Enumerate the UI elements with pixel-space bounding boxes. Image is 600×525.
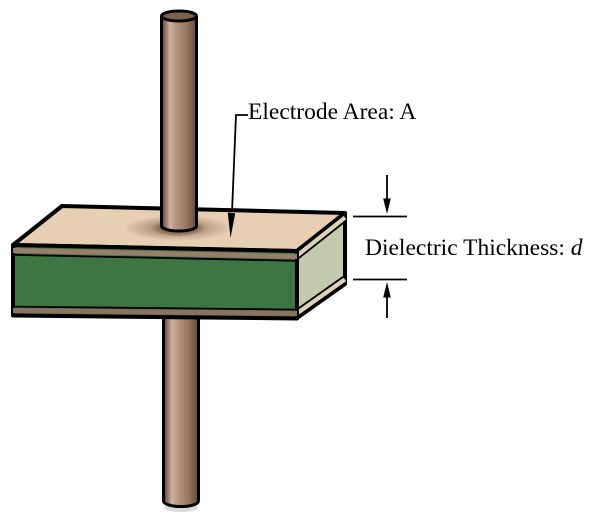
side-face-bottom-edge-strip bbox=[295, 277, 347, 316]
electrode-area-arrowhead-icon bbox=[227, 212, 236, 238]
thickness-down-arrowhead-icon bbox=[383, 198, 391, 214]
dielectric-thickness-label: Dielectric Thickness: d bbox=[365, 235, 583, 261]
bottom-electrode-edge-line bbox=[12, 305, 298, 311]
side-face-bottom-edge-line bbox=[296, 274, 346, 311]
side-face-top-edge-line bbox=[296, 220, 346, 261]
side-face-top-edge-strip bbox=[295, 215, 347, 258]
dielectric-front-face bbox=[11, 243, 299, 321]
electrode-area-label: Electrode Area: A bbox=[248, 99, 416, 125]
thickness-up-arrowhead-icon bbox=[383, 282, 391, 298]
rod-top-cap bbox=[160, 9, 198, 23]
dielectric-thickness-text: Dielectric Thickness: bbox=[365, 235, 571, 261]
electrode-area-leader-line bbox=[231, 114, 248, 213]
electrode-rod-lower bbox=[162, 317, 200, 508]
bottom-electrode-edge-strip bbox=[12, 308, 298, 316]
electrode-rod-upper bbox=[160, 16, 198, 233]
top-electrode-edge-line bbox=[12, 253, 298, 262]
top-electrode-edge-strip bbox=[12, 248, 298, 259]
dielectric-thickness-symbol: d bbox=[571, 235, 583, 261]
